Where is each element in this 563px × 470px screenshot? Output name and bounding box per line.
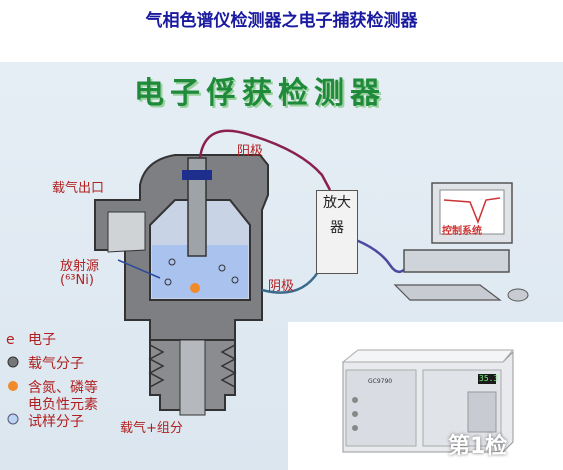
legend-symbol-electron: e (6, 332, 15, 348)
amplifier-label: 放大器 (323, 195, 351, 236)
legend-text-electron: 电子 (28, 332, 56, 348)
watermark: 第1检 (448, 434, 508, 459)
instrument-display: 35.3 (479, 374, 499, 383)
page-title: 气相色谱仪检测器之电子捕获检测器 (145, 11, 418, 31)
radiation-source-label: 放射源 (60, 259, 100, 274)
radiation-source-isotope-label: (⁶³Ni) (60, 273, 94, 288)
diagram-title: 电子俘获检测器 (134, 76, 386, 111)
carrier-gas-outlet-label: 载气出口 (52, 181, 105, 196)
legend-item-electron: e 电子 (6, 332, 98, 356)
legend-item-sample-molecule: 含氮、磷等电负性元素试样分子 (6, 380, 98, 440)
control-system-label: 控制系统 (442, 226, 482, 237)
carrier-gas-inlet-label: 载气+组分 (120, 421, 183, 436)
legend-item-carrier-gas: 载气分子 (6, 356, 98, 380)
instrument-photo: GC9790 35.3 (288, 322, 563, 470)
computer-icon (393, 182, 529, 302)
gas-chromatograph-image (341, 349, 515, 453)
legend: e 电子 载气分子 含氮、磷等电负性元素试样分子 (6, 332, 98, 440)
legend-text-carrier-gas: 载气分子 (28, 356, 84, 372)
legend-text-sample-molecule: 含氮、磷等电负性元素试样分子 (28, 380, 98, 430)
instrument-brand: GC9790 (368, 378, 393, 385)
cathode-label: 阴极 (268, 279, 295, 294)
detector-body (94, 154, 269, 416)
anode-label: 阳极 (237, 144, 264, 159)
amplifier-box: 放大器 (316, 190, 358, 274)
